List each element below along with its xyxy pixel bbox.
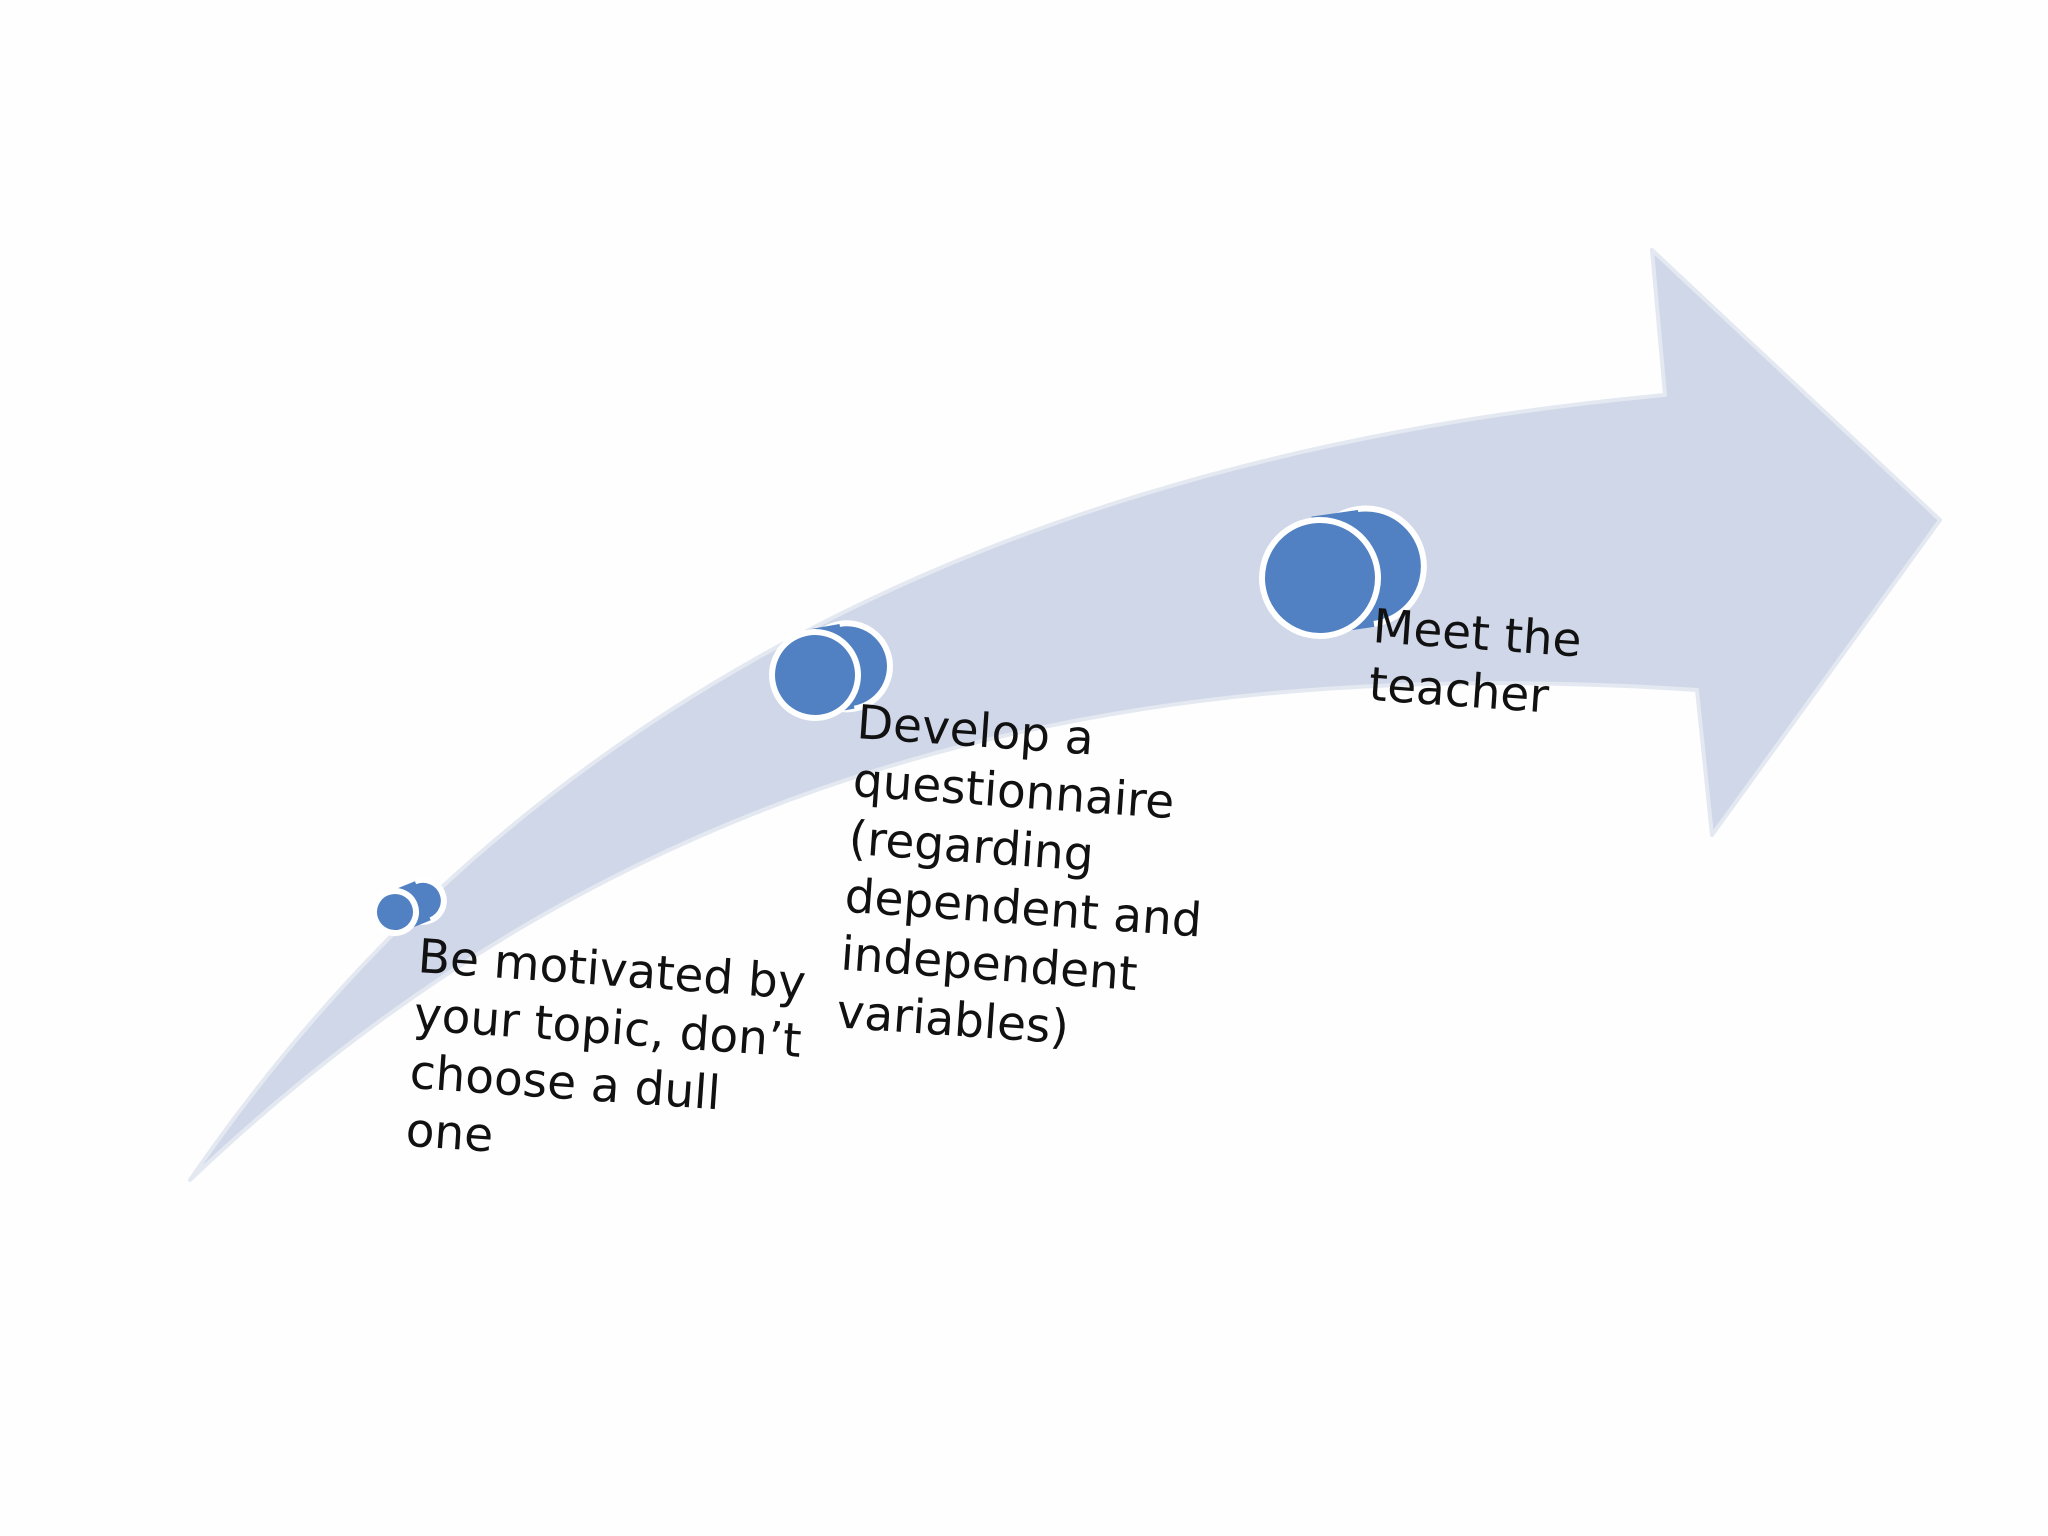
step-3-line: teacher (1367, 657, 1551, 724)
step-2-label: Develop a questionnaire (regarding depen… (835, 695, 1231, 1065)
step-3-label: Meet the teacher (1367, 599, 1598, 727)
curved-arrow (188, 248, 1942, 1182)
step-1-line: one (404, 1103, 495, 1164)
step-3-marker (1259, 505, 1427, 639)
step-2-marker (769, 620, 893, 721)
step-1-marker (371, 876, 447, 936)
step-1-label: Be motivated by your topic, don’t choose… (404, 929, 822, 1186)
